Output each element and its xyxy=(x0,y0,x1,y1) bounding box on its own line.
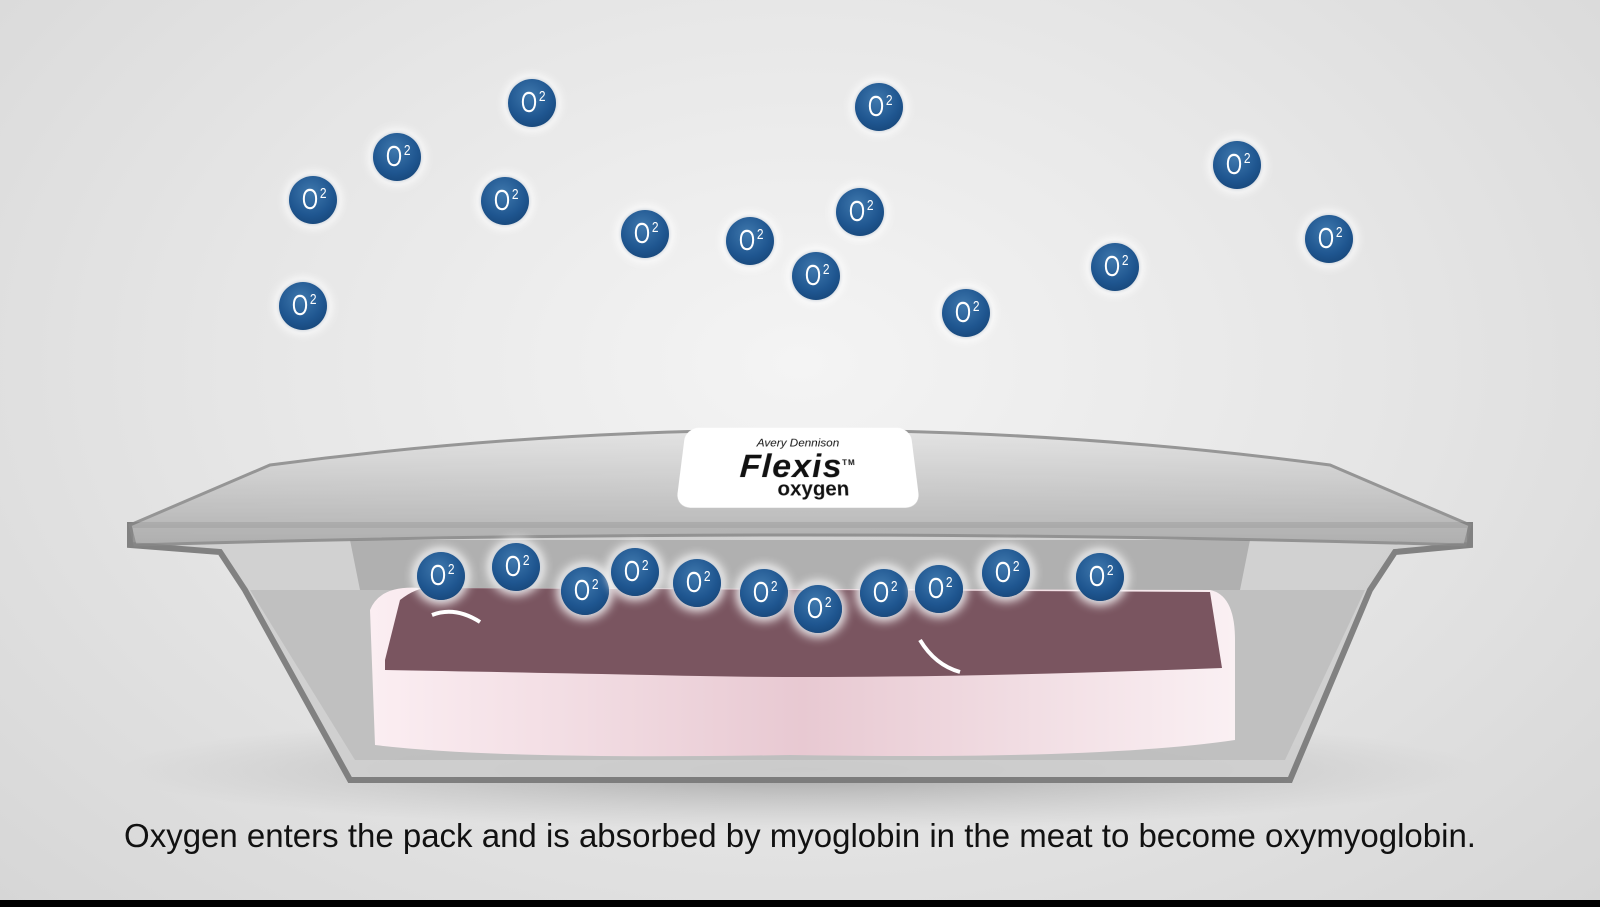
molecule-symbol: O xyxy=(752,576,768,609)
molecule-symbol: O xyxy=(520,86,536,119)
molecule-symbol: O xyxy=(1317,222,1333,255)
molecule-symbol: O xyxy=(633,217,649,250)
molecule-subscript: 2 xyxy=(1121,251,1129,269)
molecule-subscript: 2 xyxy=(1243,149,1251,167)
logo-product-line: FlexisTM xyxy=(679,449,917,485)
molecule-subscript: 2 xyxy=(1012,557,1020,575)
molecule-subscript: 2 xyxy=(309,290,317,308)
molecule-symbol: O xyxy=(429,559,445,592)
molecule-subscript: 2 xyxy=(403,141,411,159)
molecule-symbol: O xyxy=(685,566,701,599)
molecule-symbol: O xyxy=(954,296,970,329)
molecule-symbol: O xyxy=(1088,560,1104,593)
molecule-subscript: 2 xyxy=(1106,561,1114,579)
molecule-symbol: O xyxy=(848,195,864,228)
molecule-subscript: 2 xyxy=(651,218,659,236)
molecule-subscript: 2 xyxy=(972,297,980,315)
molecule-symbol: O xyxy=(994,556,1010,589)
molecule-subscript: 2 xyxy=(885,91,893,109)
molecule-subscript: 2 xyxy=(591,575,599,593)
molecule-symbol: O xyxy=(1103,250,1119,283)
molecule-symbol: O xyxy=(927,572,943,605)
molecule-symbol: O xyxy=(493,184,509,217)
molecule-subscript: 2 xyxy=(756,225,764,243)
molecule-symbol: O xyxy=(291,289,307,322)
molecule-subscript: 2 xyxy=(641,556,649,574)
logo-tm: TM xyxy=(842,458,857,467)
molecule-symbol: O xyxy=(504,550,520,583)
molecule-subscript: 2 xyxy=(319,184,327,202)
molecule-symbol: O xyxy=(385,140,401,173)
caption: Oxygen enters the pack and is absorbed b… xyxy=(124,817,1476,854)
molecule-subscript: 2 xyxy=(538,87,546,105)
molecule-subscript: 2 xyxy=(447,560,455,578)
molecule-subscript: 2 xyxy=(770,577,778,595)
meat-marbling xyxy=(918,638,961,674)
molecule-subscript: 2 xyxy=(703,567,711,585)
molecule-symbol: O xyxy=(623,555,639,588)
molecule-subscript: 2 xyxy=(890,577,898,595)
molecule-subscript: 2 xyxy=(945,573,953,591)
molecule-symbol: O xyxy=(867,90,883,123)
meat-marbling xyxy=(431,609,482,624)
flexis-oxygen-label: Avery Dennison FlexisTM oxygen xyxy=(675,427,921,508)
molecule-subscript: 2 xyxy=(511,185,519,203)
molecule-symbol: O xyxy=(738,224,754,257)
molecule-subscript: 2 xyxy=(822,260,830,278)
molecule-symbol: O xyxy=(804,259,820,292)
molecule-subscript: 2 xyxy=(1335,223,1343,241)
molecule-symbol: O xyxy=(573,574,589,607)
bottom-bar xyxy=(0,900,1600,907)
molecule-symbol: O xyxy=(1225,148,1241,181)
molecule-symbol: O xyxy=(806,592,822,625)
molecule-subscript: 2 xyxy=(522,551,530,569)
molecule-subscript: 2 xyxy=(824,593,832,611)
molecule-symbol: O xyxy=(301,183,317,216)
molecule-symbol: O xyxy=(872,576,888,609)
logo-brand: Avery Dennison xyxy=(756,436,840,450)
molecule-subscript: 2 xyxy=(866,196,874,214)
